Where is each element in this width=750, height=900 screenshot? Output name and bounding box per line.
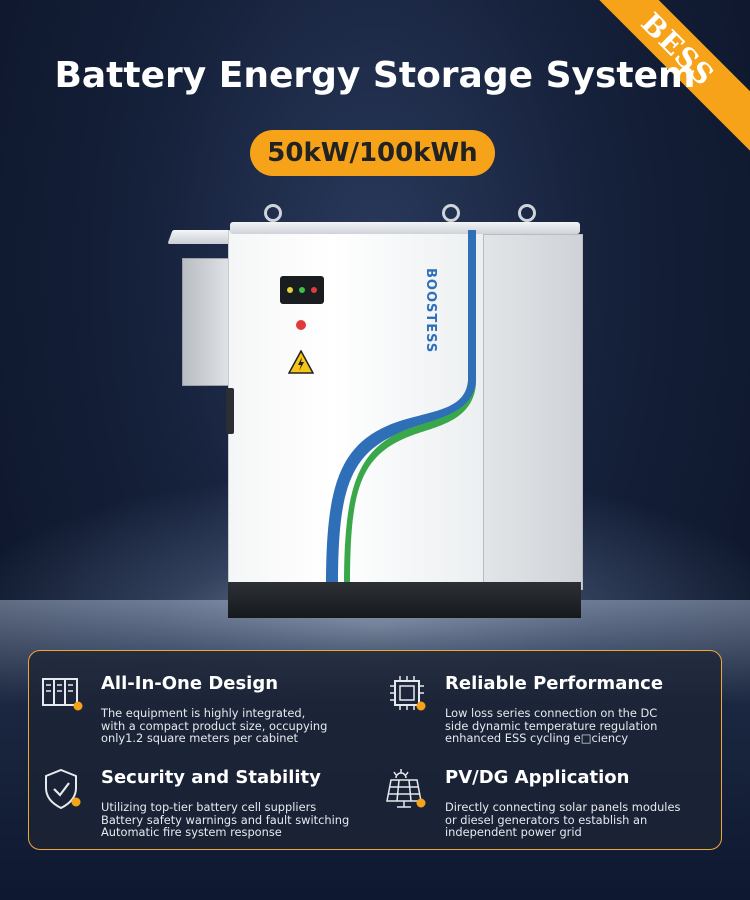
led-red <box>311 287 317 293</box>
feature-title: Reliable Performance <box>445 673 664 694</box>
chip-icon <box>390 676 426 711</box>
led-yellow <box>287 287 293 293</box>
door-handle <box>226 388 234 434</box>
solar-panel-icon <box>386 769 426 808</box>
brand-logo: BOOSTESS <box>423 268 438 354</box>
feature-title: All-In-One Design <box>101 673 279 694</box>
lifting-eye <box>442 204 460 222</box>
side-junction-box <box>182 258 236 386</box>
shield-check-icon <box>45 768 81 810</box>
feature-text: The equipment is highly integrated, with… <box>101 706 328 745</box>
cabinet-roof <box>230 222 580 234</box>
led-green <box>299 287 305 293</box>
cabinet-base <box>228 582 581 618</box>
brand-swoosh <box>326 230 476 588</box>
bess-cabinet: BOOSTESS <box>160 200 590 630</box>
high-voltage-warning-icon <box>288 350 314 374</box>
feature-title: PV/DG Application <box>445 767 630 788</box>
indicator-panel <box>280 276 324 304</box>
page-title: Battery Energy Storage System <box>54 55 696 96</box>
feature-text: Low loss series connection on the DC sid… <box>445 706 658 745</box>
cabinet-side <box>483 234 583 590</box>
battery-modules-icon <box>42 678 83 711</box>
lifting-eye <box>518 204 536 222</box>
feature-text: Directly connecting solar panels modules… <box>445 800 681 839</box>
emergency-stop-button <box>296 320 306 330</box>
feature-text: Utilizing top-tier battery cell supplier… <box>101 800 350 839</box>
feature-title: Security and Stability <box>101 767 321 788</box>
lifting-eye <box>264 204 282 222</box>
features-card: All-In-One Design The equipment is highl… <box>28 650 722 850</box>
capacity-badge: 50kW/100kWh <box>250 130 495 176</box>
